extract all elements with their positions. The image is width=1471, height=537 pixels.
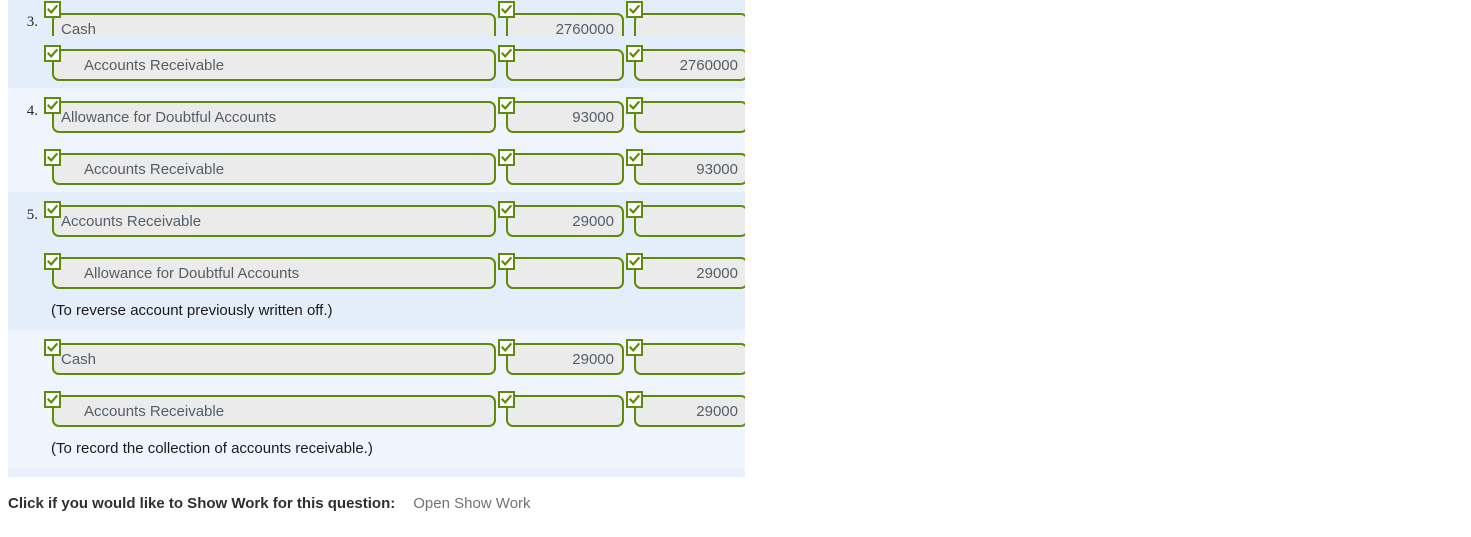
credit-amount-cell [626,339,745,375]
debit-amount-cell: 93000 [498,97,624,133]
credit-amount-cell: 29000 [626,253,745,289]
check-icon [44,1,61,18]
show-work-bar: Click if you would like to Show Work for… [0,490,1471,516]
account-name-input[interactable]: Accounts Receivable [52,49,496,81]
debit-amount-cell [498,45,624,81]
check-icon [44,97,61,114]
journal-entry-row: 4. Allowance for Doubtful Accounts 93000 [8,88,745,140]
account-name-input[interactable]: Allowance for Doubtful Accounts [52,257,496,289]
debit-amount-cell [498,391,624,427]
credit-amount-input[interactable] [634,205,745,237]
entry-explanation: (To record the collection of accounts re… [8,434,745,468]
debit-amount-input[interactable]: 29000 [506,205,624,237]
debit-amount-input[interactable]: 93000 [506,101,624,133]
debit-amount-cell [498,149,624,185]
journal-entry-row: Cash 29000 [8,330,745,382]
credit-amount-input[interactable]: 2760000 [634,49,745,81]
check-icon [498,149,515,166]
check-icon [498,45,515,62]
account-name-cell: Allowance for Doubtful Accounts [44,97,496,133]
show-work-label: Click if you would like to Show Work for… [8,494,396,512]
open-show-work-link[interactable]: Open Show Work [413,494,531,512]
debit-amount-cell [498,253,624,289]
credit-amount-input[interactable] [634,101,745,133]
check-icon [626,391,643,408]
check-icon [498,201,515,218]
account-name-input[interactable]: Cash [52,343,496,375]
account-name-cell: Accounts Receivable [44,45,496,81]
account-name-input[interactable]: Accounts Receivable [52,205,496,237]
credit-amount-cell [626,97,745,133]
journal-entry-row: Accounts Receivable 2760000 [8,36,745,88]
check-icon [44,149,61,166]
journal-entry-row: 5. Accounts Receivable 29000 [8,192,745,244]
debit-amount-input[interactable] [506,153,624,185]
credit-amount-input[interactable] [634,343,745,375]
credit-amount-input[interactable]: 29000 [634,257,745,289]
account-name-cell: Allowance for Doubtful Accounts [44,253,496,289]
account-name-cell: Accounts Receivable [44,391,496,427]
row-number: 3. [26,14,38,30]
debit-amount-input[interactable] [506,395,624,427]
credit-amount-cell: 93000 [626,149,745,185]
account-name-input[interactable]: Accounts Receivable [52,153,496,185]
debit-amount-input[interactable]: 29000 [506,343,624,375]
journal-entry-row: Allowance for Doubtful Accounts 29000 [8,244,745,296]
account-name-cell: Accounts Receivable [44,149,496,185]
debit-amount-cell: 29000 [498,339,624,375]
check-icon [626,339,643,356]
check-icon [44,201,61,218]
debit-amount-input[interactable] [506,257,624,289]
check-icon [626,1,643,18]
account-name-input[interactable]: Accounts Receivable [52,395,496,427]
check-icon [498,391,515,408]
debit-amount-cell: 29000 [498,201,624,237]
check-icon [44,391,61,408]
credit-amount-cell [626,201,745,237]
credit-amount-cell: 29000 [626,391,745,427]
row-number: 5. [26,207,38,223]
row-number: 4. [26,103,38,119]
entry-explanation-text: (To record the collection of accounts re… [51,440,373,457]
credit-amount-input[interactable]: 29000 [634,395,745,427]
account-name-cell: Accounts Receivable [44,201,496,237]
check-icon [498,253,515,270]
check-icon [44,45,61,62]
account-name-cell: Cash [44,339,496,375]
credit-amount-input[interactable]: 93000 [634,153,745,185]
check-icon [626,97,643,114]
entry-explanation-text: (To reverse account previously written o… [51,302,333,319]
check-icon [498,1,515,18]
debit-amount-input[interactable] [506,49,624,81]
entry-explanation: (To reverse account previously written o… [8,296,745,330]
check-icon [44,253,61,270]
check-icon [626,149,643,166]
check-icon [626,201,643,218]
journal-entry-row: Accounts Receivable 93000 [8,140,745,192]
account-name-input[interactable]: Allowance for Doubtful Accounts [52,101,496,133]
check-icon [626,253,643,270]
check-icon [498,339,515,356]
check-icon [44,339,61,356]
check-icon [626,45,643,62]
credit-amount-cell: 2760000 [626,45,745,81]
journal-entry-row: Accounts Receivable 29000 [8,382,745,434]
check-icon [498,97,515,114]
